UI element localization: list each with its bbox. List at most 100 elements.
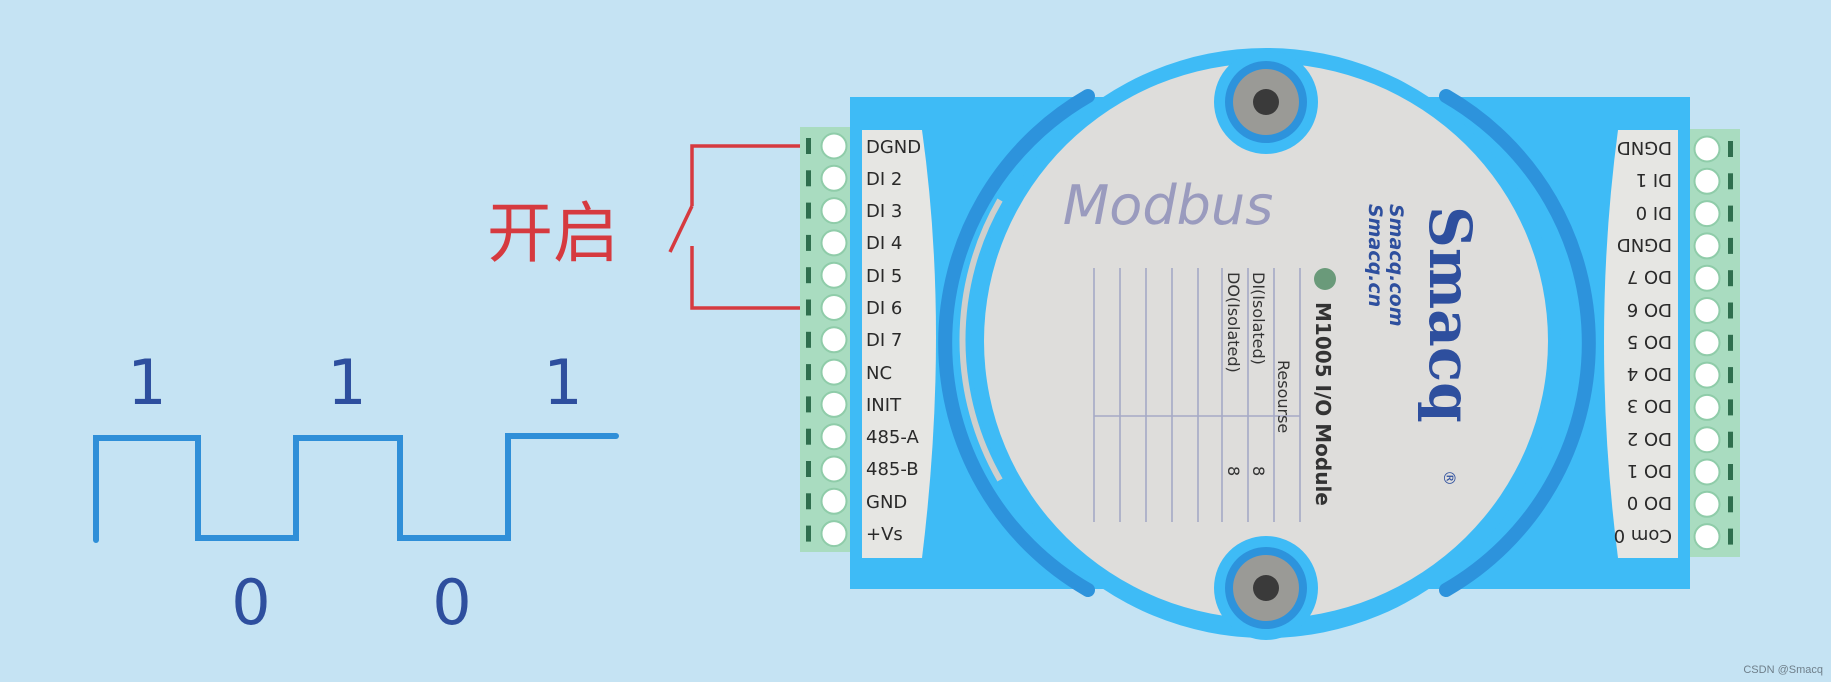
switch-label: 开启 xyxy=(487,195,619,272)
right-pin-label: DO 7 xyxy=(1627,266,1672,287)
terminal-screw xyxy=(1693,232,1721,260)
terminal-screw xyxy=(1693,135,1721,163)
terminal-tab xyxy=(1728,173,1733,190)
table-row-value: 8 xyxy=(1249,466,1268,476)
terminal-tab xyxy=(1728,367,1733,384)
right-pin-label: DGND xyxy=(1617,137,1672,158)
terminal-screw xyxy=(820,229,848,257)
switch-wire-top xyxy=(690,144,802,206)
terminal-tab xyxy=(1728,528,1733,545)
terminal-tab xyxy=(1728,431,1733,448)
terminal-screw xyxy=(1693,458,1721,486)
face-shadow-left xyxy=(959,198,1003,482)
bit-1-third: 1 xyxy=(543,346,582,419)
terminal-tab xyxy=(806,428,811,445)
terminal-tab xyxy=(806,493,811,510)
left-pin-label: INIT xyxy=(866,395,902,416)
left-pin-label: DI 6 xyxy=(866,298,902,319)
terminal-screw xyxy=(1693,523,1721,551)
status-led xyxy=(1314,268,1336,290)
square-wave-signal: 1 0 1 0 1 xyxy=(93,346,619,639)
resource-table: Resourse DI(Isolated) 8 DO(Isolated) 8 xyxy=(1093,268,1301,522)
terminal-screw xyxy=(820,132,848,160)
terminal-screw xyxy=(1693,264,1721,292)
terminal-screw xyxy=(1693,200,1721,228)
model-label: M1005 I/O Module xyxy=(1311,302,1335,506)
terminal-screw xyxy=(820,164,848,192)
terminal-screw xyxy=(1693,361,1721,389)
left-pin-label: DI 2 xyxy=(866,169,902,190)
right-pin-label: DI 0 xyxy=(1636,202,1672,223)
terminal-screw xyxy=(820,423,848,451)
right-pin-label: Com 0 xyxy=(1614,525,1672,546)
left-label-panel xyxy=(862,130,936,558)
right-pin-labels: DGND DI 1 DI 0 DGND DO 7 DO 6 DO 5 DO 4 … xyxy=(1614,137,1672,546)
table-row-label: DO(Isolated) xyxy=(1224,272,1243,373)
terminal-screw xyxy=(1693,297,1721,324)
left-terminal-screws xyxy=(806,132,848,548)
right-pin-label: DO 1 xyxy=(1627,460,1672,481)
right-pin-label: DGND xyxy=(1617,234,1672,255)
url-label: Smacq.cn xyxy=(1364,204,1386,307)
terminal-tab xyxy=(1728,464,1733,480)
io-module: DGND DI 2 DI 3 DI 4 DI 5 DI 6 DI 7 NC IN… xyxy=(800,48,1740,640)
left-pin-label: DGND xyxy=(866,137,921,158)
left-pin-label: DI 4 xyxy=(866,233,902,254)
right-terminal-screws xyxy=(1693,135,1733,551)
terminal-tab xyxy=(806,331,811,348)
housing-arc-left xyxy=(938,89,1095,597)
housing-arc-right xyxy=(1439,89,1596,597)
watermark: CSDN @Smacq xyxy=(1743,664,1823,676)
terminal-screw xyxy=(820,390,848,418)
terminal-screw xyxy=(820,261,848,289)
terminal-tab xyxy=(806,299,811,316)
terminal-tab xyxy=(806,396,811,413)
terminal-tab xyxy=(806,525,811,542)
terminal-tab xyxy=(806,234,811,251)
module-face xyxy=(984,63,1548,619)
left-pin-label: DI 3 xyxy=(866,201,902,222)
table-header: Resourse xyxy=(1274,360,1293,433)
square-wave-line xyxy=(93,433,619,543)
terminal-tab xyxy=(1728,237,1733,254)
terminal-tab xyxy=(1728,334,1733,351)
left-pin-label: 485-B xyxy=(866,459,919,480)
right-label-panel xyxy=(1604,130,1678,558)
terminal-screw xyxy=(1693,329,1721,357)
protocol-label: Modbus xyxy=(1063,174,1274,237)
bit-1-first: 1 xyxy=(127,346,166,419)
terminal-tab xyxy=(806,138,811,154)
right-pin-label: DO 2 xyxy=(1627,428,1672,449)
terminal-screw xyxy=(1693,167,1721,195)
terminal-tab xyxy=(806,170,811,187)
terminal-tab xyxy=(1728,496,1733,513)
terminal-screw xyxy=(820,520,848,548)
terminal-tab xyxy=(1728,302,1733,319)
switch-wire-bottom xyxy=(690,246,802,310)
left-pin-label: 485-A xyxy=(866,427,919,448)
terminal-screw xyxy=(1693,426,1721,454)
left-pin-label: DI 5 xyxy=(866,266,902,287)
left-pin-label: GND xyxy=(866,492,907,513)
terminal-tab xyxy=(806,267,811,284)
table-row-label: DI(Isolated) xyxy=(1249,272,1268,365)
terminal-tab xyxy=(806,202,811,219)
bit-0-second: 0 xyxy=(432,566,471,639)
terminal-screw xyxy=(820,197,848,225)
left-pin-labels: DGND DI 2 DI 3 DI 4 DI 5 DI 6 DI 7 NC IN… xyxy=(866,137,921,545)
right-pin-label: DO 4 xyxy=(1627,363,1672,384)
terminal-screw xyxy=(820,455,848,483)
terminal-tab xyxy=(806,461,811,477)
registered-mark: ® xyxy=(1440,470,1459,486)
bit-1-second: 1 xyxy=(327,346,366,419)
table-row-value: 8 xyxy=(1224,466,1243,476)
switch: 开启 xyxy=(487,144,802,310)
terminal-screw xyxy=(1693,490,1721,518)
left-pin-label: NC xyxy=(866,363,892,384)
terminal-tab xyxy=(1728,399,1733,416)
right-pin-label: DO 0 xyxy=(1627,492,1672,513)
terminal-tab xyxy=(1728,141,1733,157)
top-mounting-screw xyxy=(1214,50,1318,154)
bit-0-first: 0 xyxy=(231,566,270,639)
bottom-mounting-screw xyxy=(1214,536,1318,640)
